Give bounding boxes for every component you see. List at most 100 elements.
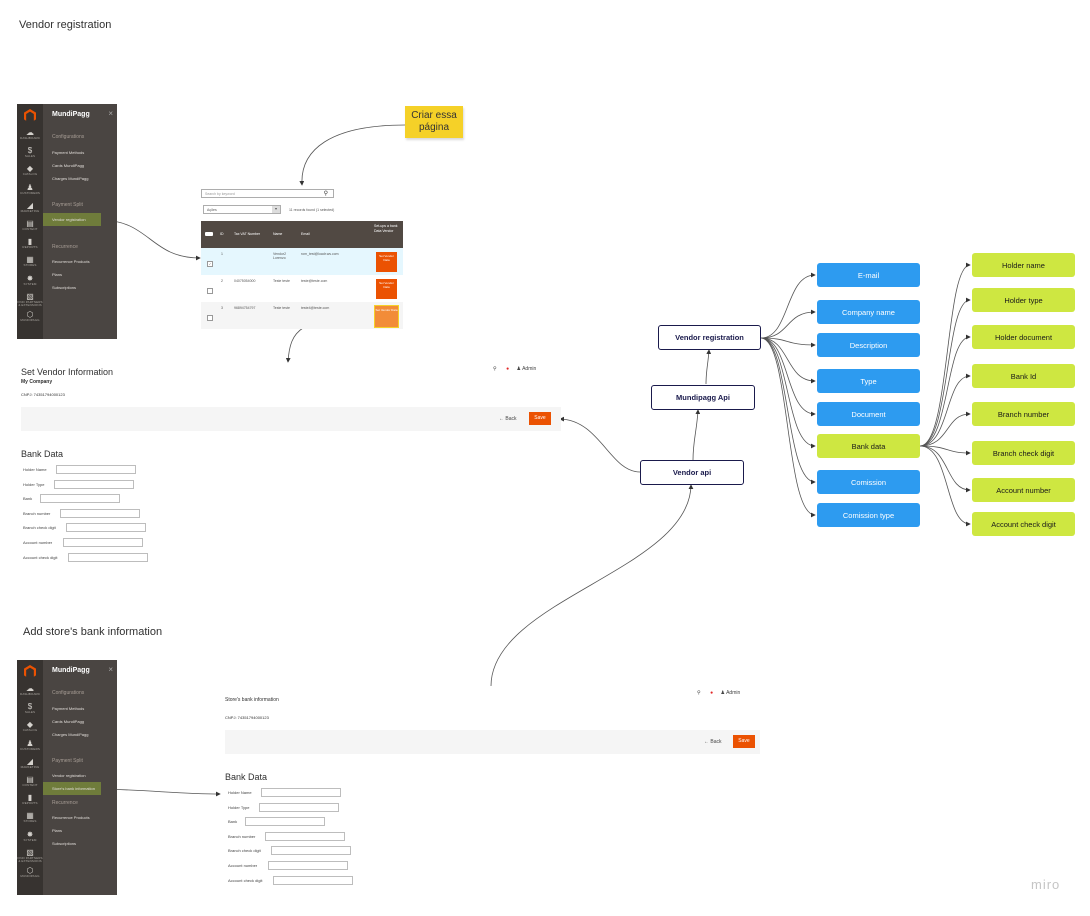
table-row[interactable]: 3 96894754797 Teste teste teste4@teste.c… — [201, 302, 403, 329]
menu-item-vendor-registration[interactable]: Vendor registration — [52, 217, 86, 222]
nav-marketing[interactable]: ◢MARKETING — [17, 201, 43, 213]
search-icon[interactable]: ⚲ — [697, 690, 701, 696]
back-button[interactable]: ← Back — [704, 739, 722, 745]
nav-mundipagg[interactable]: ⬡MUNDIPAGG — [17, 310, 43, 322]
save-button[interactable]: Save — [733, 735, 755, 748]
nav-content[interactable]: ▤CONTENT — [17, 775, 43, 787]
nav-catalog[interactable]: ◆CATALOG — [17, 720, 43, 732]
branch-number-input[interactable] — [265, 831, 345, 841]
mass-select-toggle[interactable] — [205, 232, 213, 236]
account-check-digit-input[interactable] — [68, 552, 148, 562]
bank-input[interactable] — [40, 494, 120, 504]
set-vendor-data-button[interactable]: Set Vendor Data — [376, 279, 397, 299]
notifications-icon[interactable]: ● — [506, 366, 510, 372]
field-label: Account check digit — [228, 877, 263, 883]
menu-item-plans[interactable]: Plans — [52, 828, 63, 833]
menu-item-cards[interactable]: Cards MundiPagg — [52, 719, 85, 724]
field-label: Account check digit — [23, 554, 58, 560]
search-box[interactable]: Search by keyword ⚲ — [201, 189, 334, 198]
holder-type-input[interactable] — [259, 802, 339, 812]
bankdata-fanout — [919, 262, 971, 527]
table-row[interactable]: ✓ 1 Vendor2 Lorenzo rom_test@loadr.ws.co… — [201, 248, 403, 275]
holder-name-input[interactable] — [261, 788, 341, 797]
menu-item-stores-bank-active[interactable] — [43, 782, 101, 795]
menu-item-payment-methods[interactable]: Payment Methods — [52, 150, 85, 155]
connector-store-to-vendorapi — [490, 484, 694, 687]
nav-label: REPORTS — [22, 245, 38, 250]
connector-bankdata-field — [919, 297, 971, 447]
row-checkbox[interactable] — [207, 288, 213, 294]
col-id[interactable]: ID — [220, 232, 224, 236]
nav-icon-glyph: ▮ — [27, 237, 33, 247]
close-icon[interactable]: × — [108, 109, 113, 118]
menu-item-stores-bank[interactable]: Store's bank information — [52, 786, 96, 791]
user-icon[interactable]: ♟ — [516, 366, 521, 372]
account-check-digit-input[interactable] — [273, 875, 353, 885]
account-number-input[interactable] — [268, 861, 348, 870]
nav-system[interactable]: ✸SYSTEM — [17, 830, 43, 842]
admin-label[interactable]: Admin — [522, 366, 537, 372]
menu-item-charges[interactable]: Charges MundiPagg — [52, 176, 89, 181]
nav-marketing[interactable]: ◢MARKETING — [17, 757, 43, 769]
row-checkbox[interactable] — [207, 315, 213, 321]
chevron-down-icon[interactable]: ▾ — [272, 206, 280, 213]
menu-item-subscriptions[interactable]: Subscriptions — [52, 841, 77, 846]
account-number-input[interactable] — [63, 538, 143, 547]
nav-find-partners-extensions[interactable]: ▧FIND PARTNERS & EXTENSIONS — [17, 292, 43, 307]
menu-item-vendor-registration[interactable]: Vendor registration — [52, 773, 86, 778]
table-row[interactable]: 2 04075054000 Teste teste teste@teste.co… — [201, 275, 403, 302]
nav-stores[interactable]: ▦STORES — [17, 811, 43, 823]
nav-label: MUNDIPAGG — [20, 318, 40, 322]
connector-registration-field — [760, 337, 816, 449]
branch-check-digit-input[interactable] — [66, 523, 146, 533]
col-tax[interactable]: Tax VAT Number — [234, 232, 261, 236]
nav-system[interactable]: ✸SYSTEM — [17, 274, 43, 286]
menu-item-recurrence-products[interactable]: Recurrence Products — [52, 815, 90, 820]
search-icon[interactable]: ⚲ — [493, 366, 497, 372]
col-name[interactable]: Name — [273, 232, 283, 236]
back-button[interactable]: ← Back — [499, 416, 517, 422]
menu-item-payment-methods[interactable]: Payment Methods — [52, 706, 85, 711]
node-holder-name: Holder name — [972, 253, 1075, 277]
menu-item-vendor-registration-active[interactable] — [43, 213, 101, 226]
admin-label[interactable]: Admin — [726, 690, 741, 696]
menu-item-cards[interactable]: Cards MundiPagg — [52, 163, 85, 168]
node-company-name: Company name — [817, 300, 920, 324]
nav-catalog[interactable]: ◆CATALOG — [17, 164, 43, 176]
nav-content[interactable]: ▤CONTENT — [17, 219, 43, 231]
save-button[interactable]: Save — [529, 412, 551, 425]
menu-item-plans[interactable]: Plans — [52, 272, 63, 277]
set-vendor-data-button-highlighted[interactable]: Set Vendor Data — [374, 305, 399, 328]
holder-type-input[interactable] — [54, 479, 134, 489]
set-vendor-data-button[interactable]: Set Vendor Data — [376, 252, 397, 272]
col-email[interactable]: Email — [301, 232, 310, 236]
nav-find-partners-extensions[interactable]: ▧FIND PARTNERS & EXTENSIONS — [17, 848, 43, 863]
nav-reports[interactable]: ▮REPORTS — [17, 793, 43, 805]
nav-dashboard[interactable]: ☁DASHBOARD — [17, 684, 43, 696]
connector-registration-field — [760, 337, 816, 348]
nav-reports[interactable]: ▮REPORTS — [17, 237, 43, 249]
nav-dashboard[interactable]: ☁DASHBOARD — [17, 128, 43, 140]
actions-select[interactable]: Ações ▾ — [203, 205, 281, 214]
connector-registration-field — [760, 337, 816, 384]
close-icon[interactable]: × — [108, 665, 113, 674]
nav-label: FIND PARTNERS & EXTENSIONS — [17, 855, 43, 863]
holder-name-input[interactable] — [56, 465, 136, 474]
menu-item-subscriptions[interactable]: Subscriptions — [52, 285, 77, 290]
bank-input[interactable] — [245, 817, 325, 827]
nav-sales[interactable]: $SALES — [17, 146, 43, 158]
nav-customers[interactable]: ♟CUSTOMERS — [17, 739, 43, 751]
search-icon[interactable]: ⚲ — [323, 191, 328, 197]
branch-number-input[interactable] — [60, 508, 140, 518]
menu-item-recurrence-products[interactable]: Recurrence Products — [52, 259, 90, 264]
user-icon[interactable]: ♟ — [720, 690, 725, 696]
menu-item-charges[interactable]: Charges MundiPagg — [52, 732, 89, 737]
nav-sales[interactable]: $SALES — [17, 702, 43, 714]
section-payment-split: Payment Split — [52, 758, 83, 764]
nav-stores[interactable]: ▦STORES — [17, 255, 43, 267]
nav-mundipagg[interactable]: ⬡MUNDIPAGG — [17, 866, 43, 878]
nav-customers[interactable]: ♟CUSTOMERS — [17, 183, 43, 195]
row-checkbox[interactable]: ✓ — [207, 261, 213, 267]
branch-check-digit-input[interactable] — [271, 846, 351, 856]
notifications-icon[interactable]: ● — [710, 690, 714, 696]
